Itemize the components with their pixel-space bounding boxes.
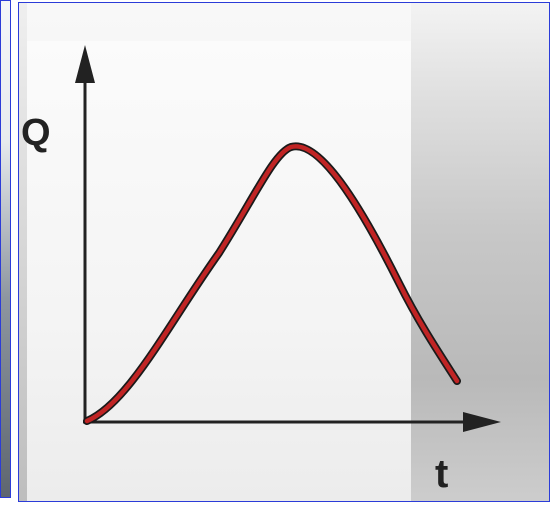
discharge-curve (84, 144, 460, 424)
plot-background (27, 41, 411, 501)
x-axis-label: t (435, 452, 448, 496)
hydrograph-diagram: Q t (21, 45, 501, 496)
x-axis-arrowhead (463, 412, 501, 432)
y-axis-arrowhead (75, 45, 95, 83)
diagram-panel: Q t (18, 2, 550, 502)
background-texture-left (19, 3, 27, 501)
y-axis-label: Q (21, 112, 51, 154)
left-image-panel (0, 0, 11, 498)
